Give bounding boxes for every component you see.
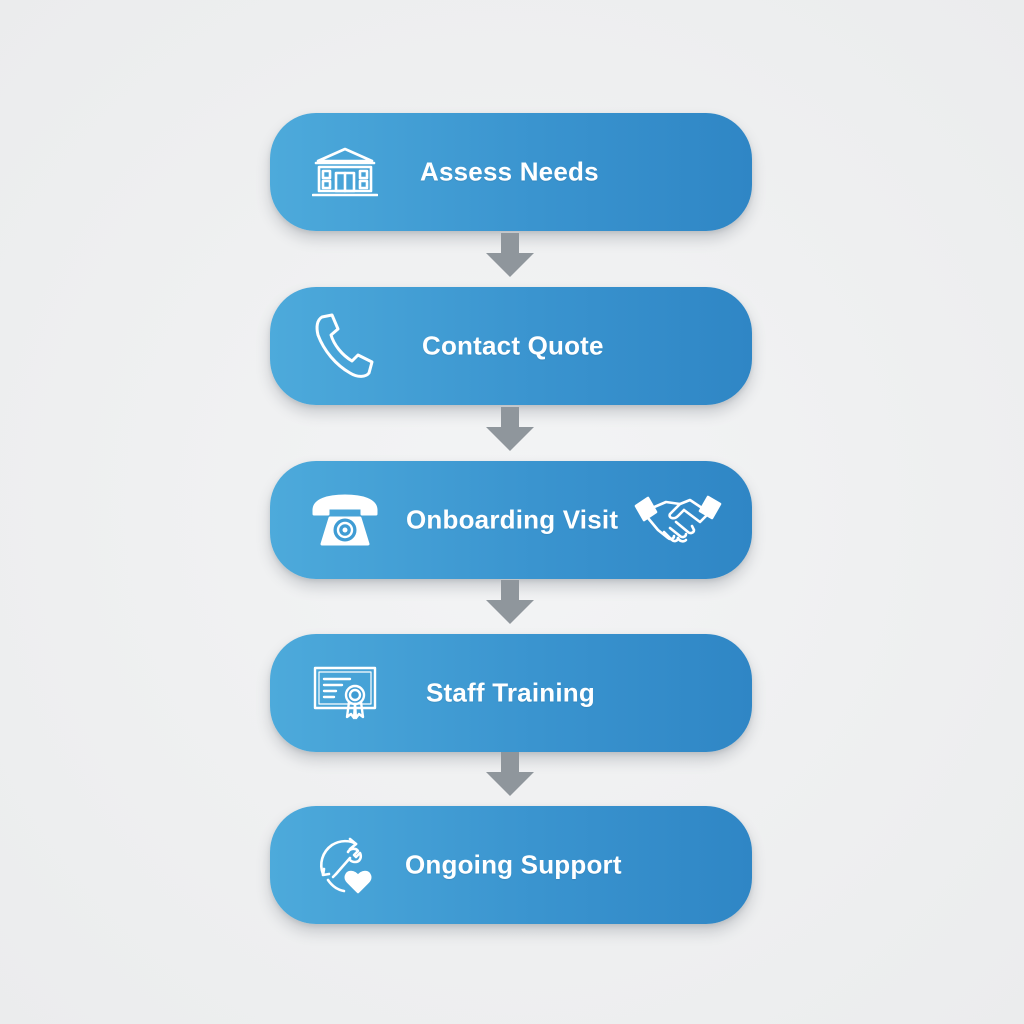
step-assess-needs: Assess Needs [270,113,752,231]
flow-arrow [486,233,534,277]
step-label: Staff Training [426,677,595,708]
rotary-telephone-icon [310,492,380,548]
step-label: Onboarding Visit [406,504,619,535]
handshake-icon [634,492,722,548]
flow-arrow [486,580,534,624]
building-icon [312,146,378,198]
step-staff-training: Staff Training [270,634,752,752]
flow-arrow [486,752,534,796]
step-label: Ongoing Support [405,849,622,880]
step-ongoing-support: Ongoing Support [270,806,752,924]
flow-arrow [486,407,534,451]
step-contact-quote: Contact Quote [270,287,752,405]
phone-handset-icon [314,313,374,379]
step-label: Assess Needs [420,156,599,187]
certificate-icon [312,665,378,721]
support-wrench-heart-icon [314,836,376,894]
step-label: Contact Quote [422,330,604,361]
step-onboarding-visit: Onboarding Visit [270,461,752,579]
